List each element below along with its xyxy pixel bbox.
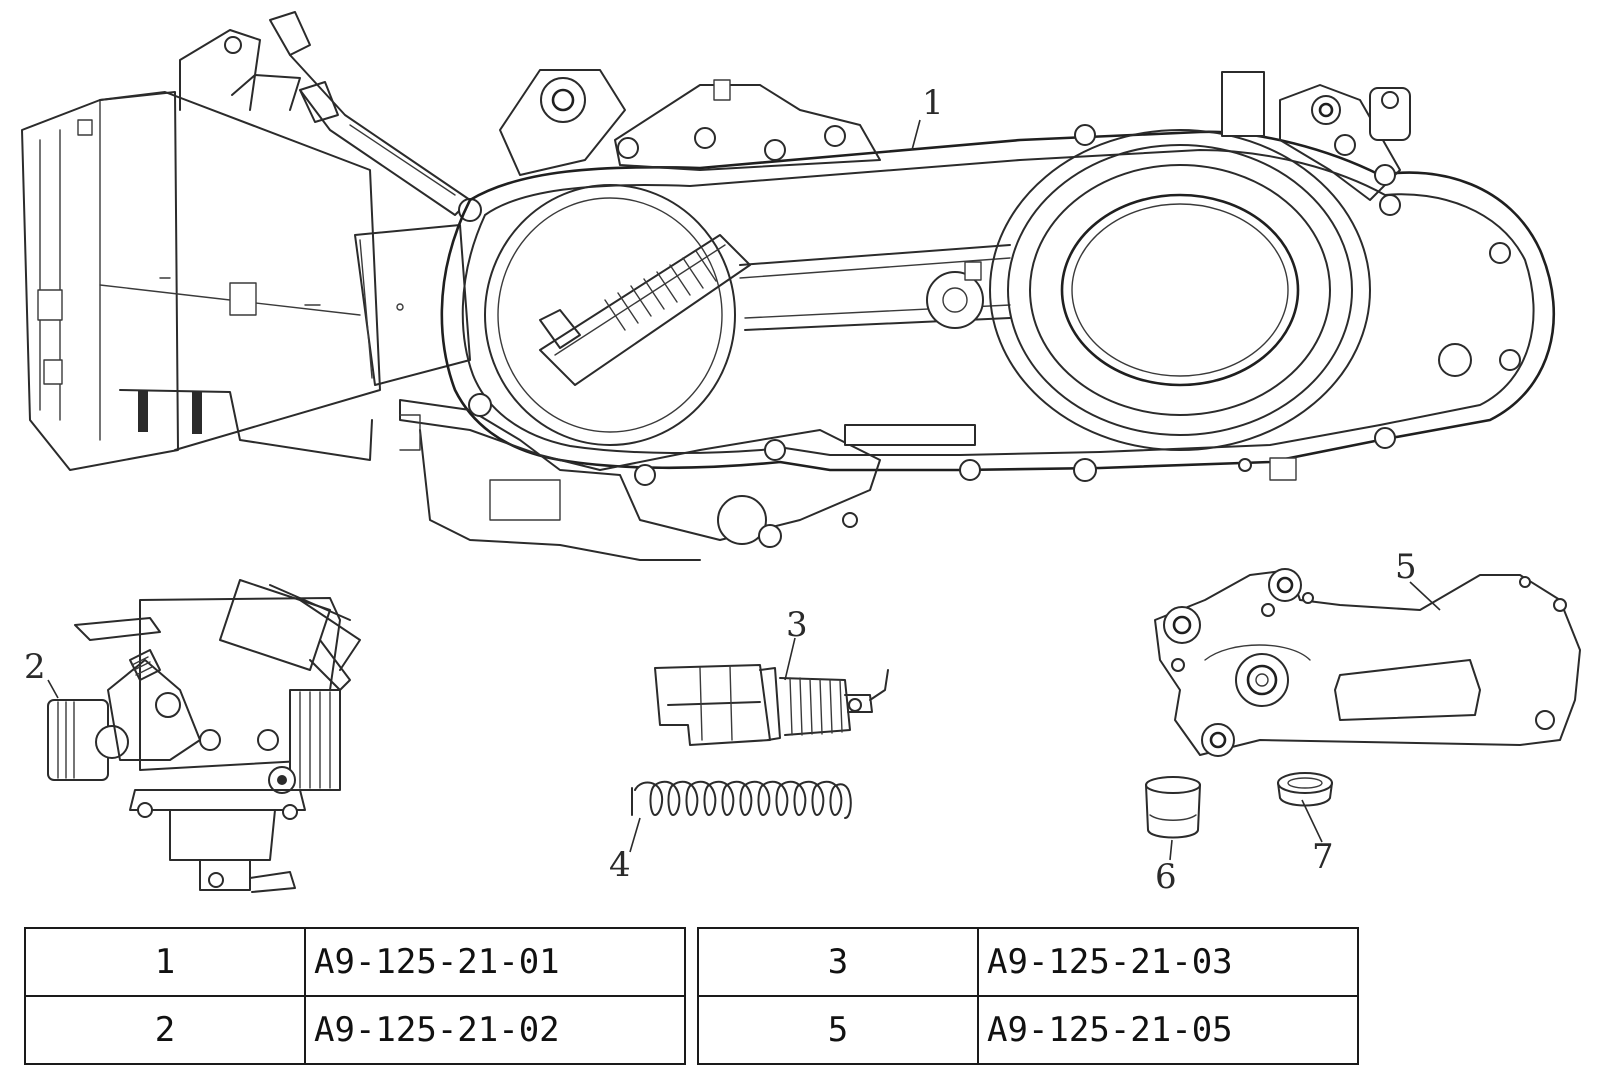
carburetor — [47, 579, 361, 893]
leader-4 — [629, 817, 641, 853]
parts-table-left: 1 A9-125-21-01 2 A9-125-21-02 — [24, 927, 686, 1065]
ring-seal — [1277, 772, 1333, 807]
bushing — [1145, 776, 1201, 839]
callout-4: 4 — [609, 845, 631, 885]
leader-1 — [911, 119, 921, 151]
leader-5 — [1409, 581, 1441, 611]
callout-7: 7 — [1312, 837, 1334, 877]
part-code-cell: A9-125-21-05 — [977, 995, 1359, 1065]
part-number-cell: 5 — [697, 995, 979, 1065]
callout-3: 3 — [786, 605, 808, 645]
table-row: 2 A9-125-21-02 — [24, 995, 686, 1065]
part-code-cell: A9-125-21-01 — [304, 927, 686, 997]
starter-solenoid — [654, 664, 889, 746]
callout-1: 1 — [922, 83, 944, 123]
callout-5: 5 — [1395, 547, 1417, 587]
table-row: 3 A9-125-21-03 — [697, 927, 1359, 997]
table-row: 5 A9-125-21-05 — [697, 995, 1359, 1065]
callout-6: 6 — [1155, 857, 1177, 897]
leader-2 — [47, 679, 59, 699]
engine-assembly — [21, 11, 1556, 561]
callout-2: 2 — [24, 647, 46, 687]
part-number-cell: 1 — [24, 927, 306, 997]
table-row: 1 A9-125-21-01 — [24, 927, 686, 997]
part-code-cell: A9-125-21-03 — [977, 927, 1359, 997]
leader-3 — [784, 637, 796, 681]
leader-6 — [1169, 839, 1173, 861]
leader-7 — [1301, 799, 1323, 843]
mounting-bracket — [1154, 568, 1581, 757]
part-number-cell: 3 — [697, 927, 979, 997]
parts-table-right: 3 A9-125-21-03 5 A9-125-21-05 — [697, 927, 1359, 1065]
part-code-cell: A9-125-21-02 — [304, 995, 686, 1065]
coil-spring — [631, 780, 852, 819]
part-number-cell: 2 — [24, 995, 306, 1065]
